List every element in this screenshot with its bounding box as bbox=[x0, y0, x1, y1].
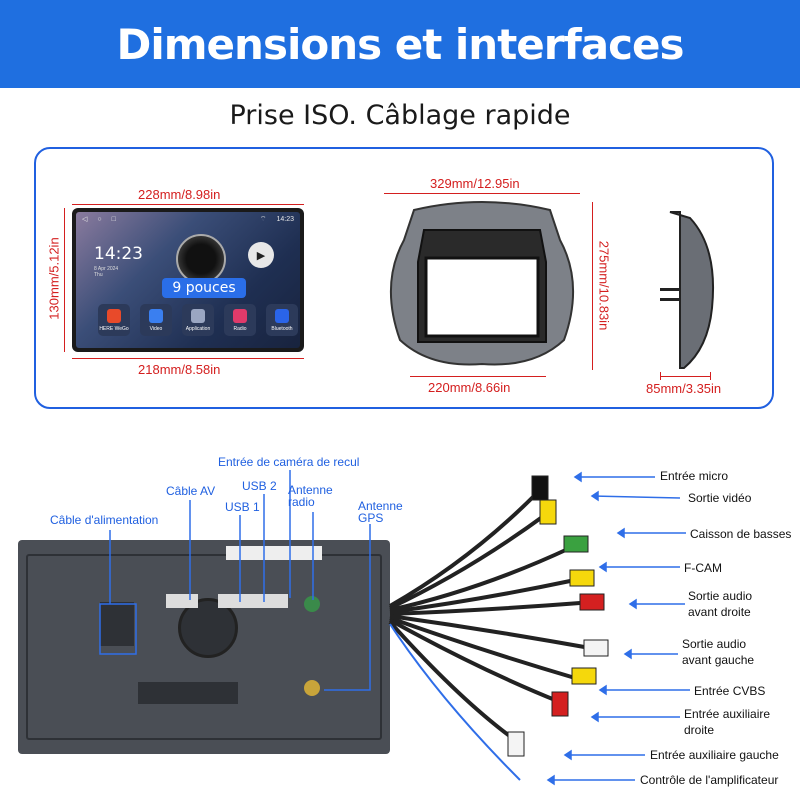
wifi-icon: ⌔ bbox=[259, 215, 267, 223]
fan-icon bbox=[178, 598, 238, 658]
navigation-icon bbox=[107, 308, 121, 323]
app-radio[interactable]: Radio bbox=[224, 304, 256, 336]
frame-width-line bbox=[384, 193, 580, 194]
depth-line bbox=[660, 376, 711, 377]
frame-bottom-label: 220mm/8.66in bbox=[428, 380, 511, 395]
label-antenna-gps: Antenne GPS bbox=[358, 499, 403, 525]
recent-icon: □ bbox=[111, 215, 116, 223]
device-width-label: 228mm/8.98in bbox=[138, 187, 221, 202]
title-banner: Dimensions et interfaces bbox=[0, 0, 800, 88]
device-bottom-line bbox=[72, 358, 304, 359]
status-time: 14:23 bbox=[276, 215, 294, 223]
label-cvbs-in: Entrée CVBS bbox=[694, 684, 766, 698]
side-profile bbox=[660, 211, 715, 369]
label-video-out: Sortie vidéo bbox=[688, 491, 752, 505]
unit-panel bbox=[26, 554, 382, 740]
label-audio-front-right: Sortie audio avant droite bbox=[688, 589, 753, 619]
app-application[interactable]: Application bbox=[182, 304, 214, 336]
device-width-line bbox=[72, 204, 304, 205]
radio-back-unit bbox=[18, 540, 390, 754]
label-antenna-radio: Antenne radio bbox=[288, 483, 333, 509]
app-bluetooth[interactable]: Bluetooth bbox=[266, 304, 298, 336]
power-port bbox=[100, 602, 134, 646]
device-height-line bbox=[64, 208, 65, 352]
home-icon: ○ bbox=[97, 215, 102, 223]
app-dock: HERE WeGo Video Application Radio Blueto… bbox=[98, 304, 298, 336]
frame-height-line bbox=[592, 202, 593, 370]
label-amp-control: Contrôle de l'amplificateur bbox=[640, 773, 779, 787]
page-subtitle: Prise ISO. Câblage rapide bbox=[229, 100, 571, 131]
label-usb1: USB 1 bbox=[225, 500, 260, 514]
label-av: Câble AV bbox=[166, 484, 216, 498]
vent-slots bbox=[138, 682, 238, 704]
label-usb2: USB 2 bbox=[242, 479, 277, 493]
page-title: Dimensions et interfaces bbox=[116, 19, 685, 69]
label-audio-front-left: Sortie audio avant gauche bbox=[682, 637, 755, 667]
depth-label: 85mm/3.35in bbox=[646, 381, 722, 396]
app-label: Application bbox=[185, 325, 211, 332]
bluetooth-icon bbox=[275, 308, 289, 323]
label-camera: Entrée de caméra de recul bbox=[218, 455, 360, 469]
label-mic-in: Entrée micro bbox=[660, 469, 729, 483]
app-label: Video bbox=[149, 325, 163, 332]
clock: 14:23 bbox=[94, 244, 143, 264]
usb-ports bbox=[218, 594, 288, 608]
label-aux-left: Entrée auxiliaire gauche bbox=[650, 748, 779, 762]
barcode-label bbox=[226, 546, 322, 560]
video-icon bbox=[149, 308, 163, 323]
radio-icon bbox=[233, 308, 247, 323]
app-label: Radio bbox=[233, 325, 247, 332]
size-badge: 9 pouces bbox=[162, 278, 246, 298]
frame-bottom-line bbox=[410, 376, 546, 377]
app-navigation[interactable]: HERE WeGo bbox=[98, 304, 130, 336]
grid-icon bbox=[191, 308, 205, 323]
label-aux-right: Entrée auxiliaire droite bbox=[684, 707, 771, 737]
device-bottom-label: 218mm/8.58in bbox=[138, 362, 221, 377]
antenna-radio-port bbox=[304, 596, 320, 612]
label-subwoofer: Caisson de basses bbox=[690, 527, 792, 541]
speedometer-icon bbox=[176, 234, 226, 284]
mounting-frame bbox=[389, 201, 575, 366]
antenna-gps-port bbox=[304, 680, 320, 696]
label-power: Câble d'alimentation bbox=[50, 513, 159, 527]
app-video[interactable]: Video bbox=[140, 304, 172, 336]
label-fcam: F-CAM bbox=[684, 561, 722, 575]
day-text: Thu bbox=[94, 272, 103, 278]
status-bar: ◁ ○ □ ⌔ 14:23 bbox=[76, 212, 300, 226]
frame-width-label: 329mm/12.95in bbox=[430, 176, 520, 191]
app-label: Bluetooth bbox=[271, 325, 293, 332]
date-text: 8 Apr 2024 bbox=[94, 266, 119, 272]
play-button[interactable]: ▶ bbox=[248, 242, 274, 268]
app-label: HERE WeGo bbox=[99, 325, 129, 332]
back-icon: ◁ bbox=[82, 216, 88, 223]
